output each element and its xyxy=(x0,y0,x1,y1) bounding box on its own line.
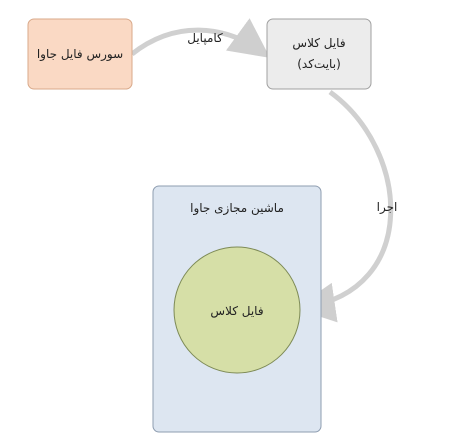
class-file-label-line2: (بایت‌کد) xyxy=(297,57,341,71)
run-label: اجرا xyxy=(377,200,398,215)
class-in-jvm-node: فایل کلاس xyxy=(173,246,301,374)
compile-arrow xyxy=(130,18,271,58)
compile-label: کامپایل xyxy=(187,31,223,45)
class-file-node: فایل کلاس (بایت‌کد) xyxy=(266,18,372,90)
source-file-label: سورس فایل جاوا xyxy=(37,47,123,62)
class-in-jvm-circle xyxy=(173,246,301,374)
class-file-label-line1: فایل کلاس xyxy=(292,36,345,51)
source-file-box xyxy=(27,18,133,90)
source-file-node: سورس فایل جاوا xyxy=(27,18,133,90)
run-arrow xyxy=(295,89,394,323)
class-in-jvm-label: فایل کلاس xyxy=(210,304,263,319)
jvm-label: ماشین مجازی جاوا xyxy=(190,201,284,216)
class-file-box xyxy=(266,18,372,90)
